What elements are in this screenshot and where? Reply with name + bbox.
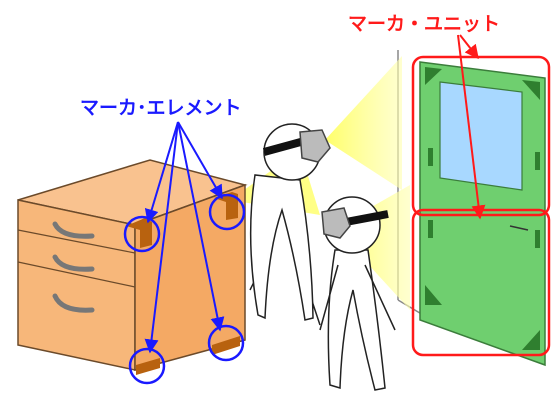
person-back (249, 123, 331, 326)
cabinet-icon (17, 159, 248, 385)
marker-element-arrows (144, 121, 225, 354)
door-icon (411, 55, 551, 367)
person-front (319, 196, 396, 391)
person-with-headset-icon (249, 123, 396, 391)
marker-element-circles (123, 193, 246, 385)
marker-element-label: マーカ･エレメント (80, 97, 242, 119)
marker-unit-arrows (457, 34, 486, 220)
door-marker (425, 67, 540, 350)
marker-unit-label: マーカ・ユニット (348, 13, 500, 35)
